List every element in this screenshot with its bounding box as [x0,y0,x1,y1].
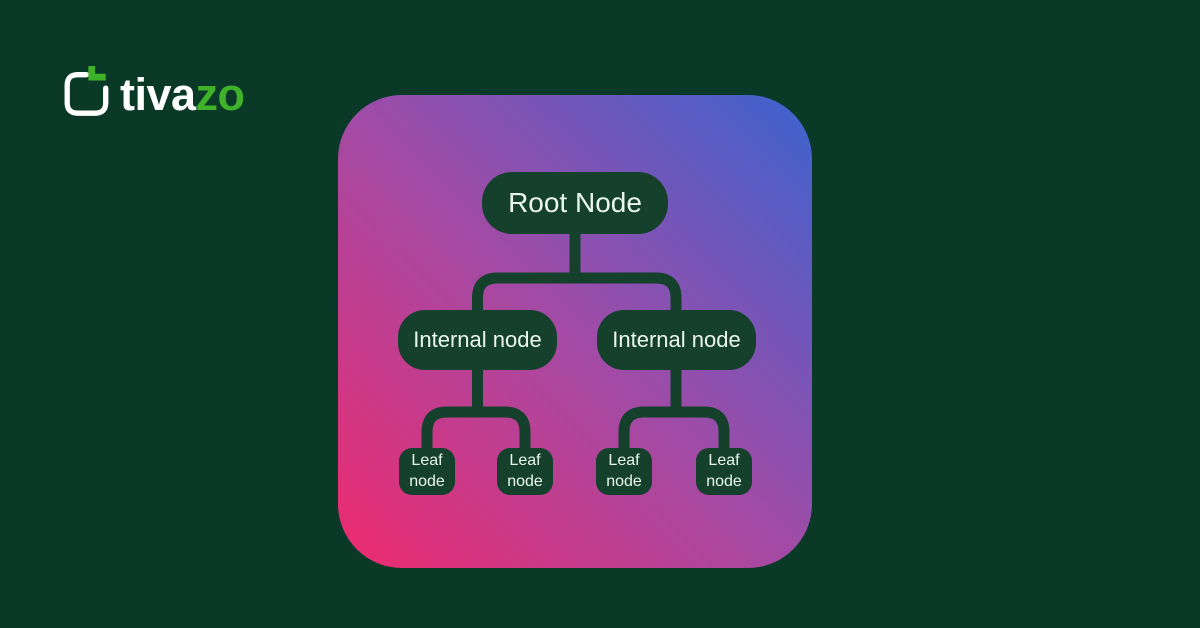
tree-node-leaf-4: Leaf node [696,448,752,495]
tree-node-root: Root Node [482,172,668,234]
brand-wordmark-secondary: zo [195,68,246,120]
brand-wordmark: tivazo [120,68,245,117]
tree-connectors [421,229,730,452]
checkbox-checkmark [88,66,106,81]
checkbox-frame [64,72,109,116]
tree-node-internal-right: Internal node [597,310,756,370]
tree-node-leaf-2: Leaf node [497,448,553,495]
brand-logo: tivazo [62,66,245,118]
brand-wordmark-primary: tiva [120,68,196,120]
connector-level2-left-bracket [421,406,531,452]
diagram-card: Root Node Internal node Internal node Le… [338,95,812,568]
connector-level2-right-bracket [618,406,730,452]
tree-node-internal-left: Internal node [398,310,557,370]
tree-node-leaf-1: Leaf node [399,448,455,495]
connector-level1-bracket [472,272,682,314]
tree-node-leaf-3: Leaf node [596,448,652,495]
checkbox-icon [64,66,109,116]
